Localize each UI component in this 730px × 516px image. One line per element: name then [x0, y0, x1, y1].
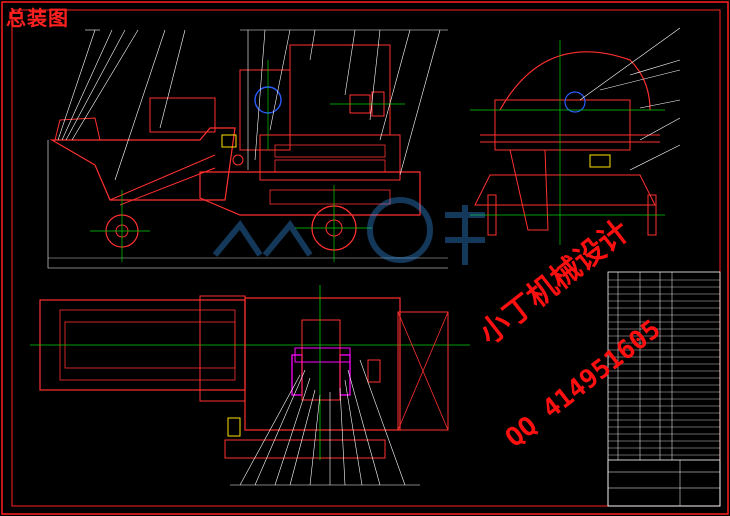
main-housing	[239, 69, 291, 151]
end-leaders	[579, 27, 681, 171]
parts-list-frame	[607, 271, 721, 507]
end-motor	[589, 154, 611, 168]
end-housing	[494, 99, 631, 151]
plan-left-ext	[199, 295, 246, 402]
gear-housing	[301, 319, 341, 401]
gear-right	[339, 354, 351, 396]
plan-motor	[227, 417, 241, 437]
top-box	[149, 97, 216, 133]
front-guard	[54, 117, 101, 141]
gear-shaft	[294, 347, 351, 363]
end-frame	[474, 174, 656, 206]
inner-panel	[274, 159, 386, 173]
upper-housing	[289, 44, 391, 136]
end-hopper	[509, 149, 549, 231]
gearbox	[259, 134, 401, 181]
frame-beam	[109, 154, 216, 201]
chassis-panel	[269, 189, 391, 205]
end-view	[470, 27, 681, 245]
inner-frame	[11, 9, 721, 507]
end-pulley	[564, 91, 586, 113]
hopper	[49, 127, 236, 201]
plan-mid-body	[244, 297, 401, 431]
plan-chute	[397, 311, 449, 431]
frame-beam	[119, 167, 216, 206]
drawing-title: 总装图	[6, 6, 69, 30]
plan-leaders	[230, 359, 420, 486]
handle-part	[221, 134, 237, 148]
end-cover-arc	[499, 51, 651, 111]
bolt	[232, 154, 244, 166]
title-block	[607, 459, 721, 507]
dimension-line-side	[47, 140, 448, 269]
plan-chute-diag	[397, 311, 449, 431]
chassis	[199, 171, 421, 216]
leader-lines	[57, 29, 448, 181]
top-view	[30, 285, 470, 486]
plan-cover	[224, 439, 386, 459]
inner-panel	[274, 144, 386, 158]
plan-coupling	[367, 359, 381, 383]
watermark-logo	[212, 197, 485, 265]
parts-list-rows	[608, 279, 720, 456]
side-view	[47, 29, 448, 269]
parts-list	[607, 271, 721, 507]
